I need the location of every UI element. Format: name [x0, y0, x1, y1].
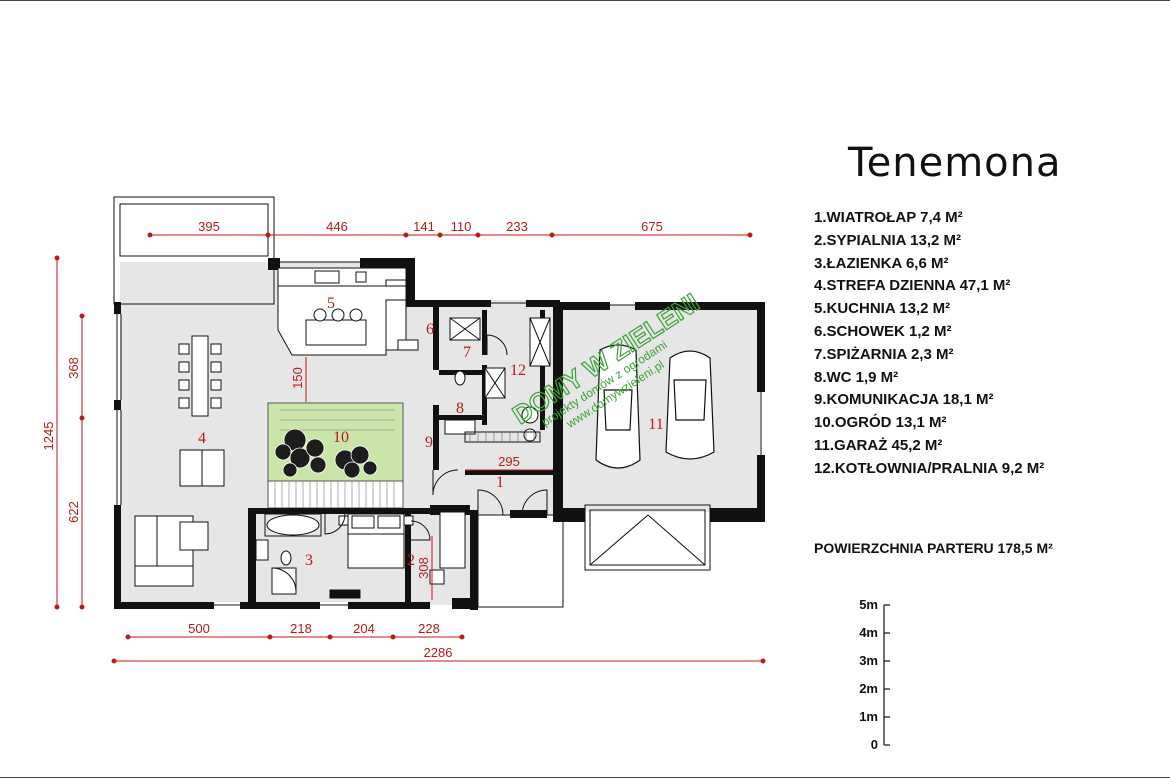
- bedroom-furniture: [329, 511, 466, 599]
- room-numbers: 1 2 3 4 5 6 7 8 9 10 11 12: [198, 295, 664, 569]
- bathroom-fixtures: [255, 513, 322, 595]
- legend-item-4: 4.STREFA DZIENNA 47,1 M²: [814, 277, 1011, 295]
- dim-overall-width: 2286: [424, 645, 453, 660]
- dim-left-lower: 622: [66, 501, 81, 523]
- frame-top-line: [0, 0, 1170, 1]
- legend-item-5: 5.KUCHNIA 13,2 M²: [814, 300, 951, 318]
- dim-top-141: 141: [413, 219, 435, 234]
- project-title: Tenemona: [848, 140, 1062, 186]
- total-floor-area: POWIERZCHNIA PARTERU 178,5 M²: [814, 540, 1053, 556]
- dim-left-overall: 1245: [41, 422, 56, 451]
- dim-top-110: 110: [451, 219, 472, 234]
- scale-label-4m: 4m: [859, 625, 878, 640]
- scale-label-1m: 1m: [859, 709, 878, 724]
- room-number-10: 10: [333, 429, 349, 446]
- dining-table: [178, 335, 222, 417]
- terrace: [113, 196, 275, 305]
- scale-label-0: 0: [870, 737, 878, 752]
- room-number-4: 4: [198, 430, 206, 447]
- dim-bottom-228: 228: [418, 621, 440, 636]
- dimension-labels: 395 446 141 110 233 675 500 218 204 228 …: [41, 219, 663, 660]
- dim-bottom-218: 218: [290, 621, 312, 636]
- scale-label-3m: 3m: [859, 653, 878, 668]
- kitchen-furniture: [277, 267, 419, 356]
- dimension-lines: [54, 232, 766, 664]
- windows: [116, 261, 762, 606]
- room-number-5: 5: [327, 295, 335, 312]
- dim-inner-150: 150: [290, 367, 305, 389]
- dim-inner-308: 308: [416, 557, 431, 579]
- legend-item-7: 7.SPIŻARNIA 2,3 M²: [814, 345, 954, 363]
- legend-item-2: 2.SYPIALNIA 13,2 M²: [814, 231, 961, 249]
- garage-cars: [595, 344, 715, 469]
- utility-fixtures: [444, 317, 551, 443]
- scale-label-5m: 5m: [859, 597, 878, 612]
- room-number-8: 8: [456, 400, 464, 417]
- room-number-7: 7: [463, 344, 471, 361]
- dim-top-675: 675: [641, 219, 663, 234]
- dim-top-395: 395: [198, 219, 220, 234]
- room-number-9: 9: [425, 434, 433, 451]
- living-furniture: [134, 449, 225, 587]
- room-number-1: 1: [496, 474, 504, 491]
- legend-item-11: 11.GARAŻ 45,2 M²: [814, 436, 943, 454]
- room-number-12: 12: [510, 362, 526, 379]
- dim-bottom-500: 500: [188, 621, 210, 636]
- legend-item-12: 12.KOTŁOWNIA/PRALNIA 9,2 M²: [814, 459, 1045, 477]
- legend-item-3: 3.ŁAZIENKA 6,6 M²: [814, 254, 949, 272]
- room-number-2: 2: [407, 552, 415, 569]
- dim-inner-295: 295: [498, 454, 520, 469]
- entrance-canopy: [477, 504, 711, 608]
- room-number-3: 3: [305, 552, 313, 569]
- doors: [324, 334, 548, 541]
- legend-item-6: 6.SCHOWEK 1,2 M²: [814, 322, 952, 340]
- room-number-11: 11: [648, 416, 663, 433]
- scale-label-2m: 2m: [859, 681, 878, 696]
- room-legend: 1.WIATROŁAP 7,4 M² 2.SYPIALNIA 13,2 M² 3…: [814, 207, 1044, 481]
- legend-item-8: 8.WC 1,9 M²: [814, 368, 899, 386]
- dim-bottom-204: 204: [353, 621, 375, 636]
- legend-item-9: 9.KOMUNIKACJA 18,1 M²: [814, 391, 994, 409]
- walls: [114, 258, 765, 610]
- room-number-6: 6: [426, 321, 434, 338]
- dim-left-upper: 368: [66, 357, 81, 379]
- frame-bottom-line: [0, 777, 1170, 778]
- scale-bar: [883, 604, 890, 746]
- legend-item-10: 10.OGRÓD 13,1 M²: [814, 414, 947, 432]
- dim-top-233: 233: [506, 219, 528, 234]
- garden-area: [267, 402, 404, 509]
- legend-item-1: 1.WIATROŁAP 7,4 M²: [814, 209, 963, 226]
- dim-top-446: 446: [326, 219, 348, 234]
